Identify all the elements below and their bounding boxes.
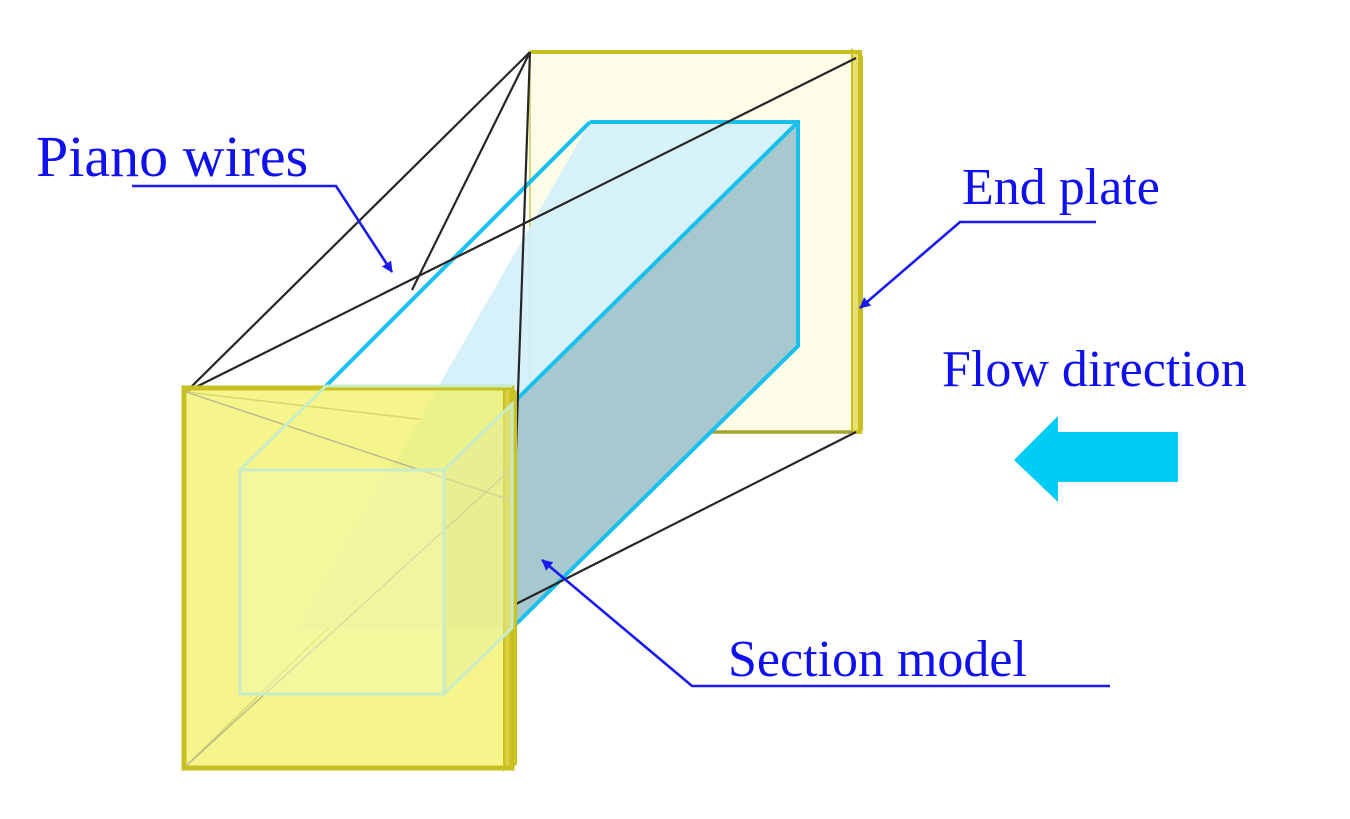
section-model-callout: Section model xyxy=(541,559,1110,688)
flow-direction-label: Flow direction xyxy=(942,341,1247,398)
left-arrow-icon xyxy=(1014,416,1178,502)
flow-direction-callout: Flow direction xyxy=(942,341,1247,398)
section-model-front-face xyxy=(238,384,514,698)
piano-wires-label: Piano wires xyxy=(36,124,308,189)
piano-wires xyxy=(185,51,857,621)
section-model-label: Section model xyxy=(728,631,1027,688)
end-plate-label: End plate xyxy=(962,159,1160,216)
piano-wires-callout: Piano wires xyxy=(36,124,394,273)
end-plate-callout: End plate xyxy=(859,159,1160,309)
